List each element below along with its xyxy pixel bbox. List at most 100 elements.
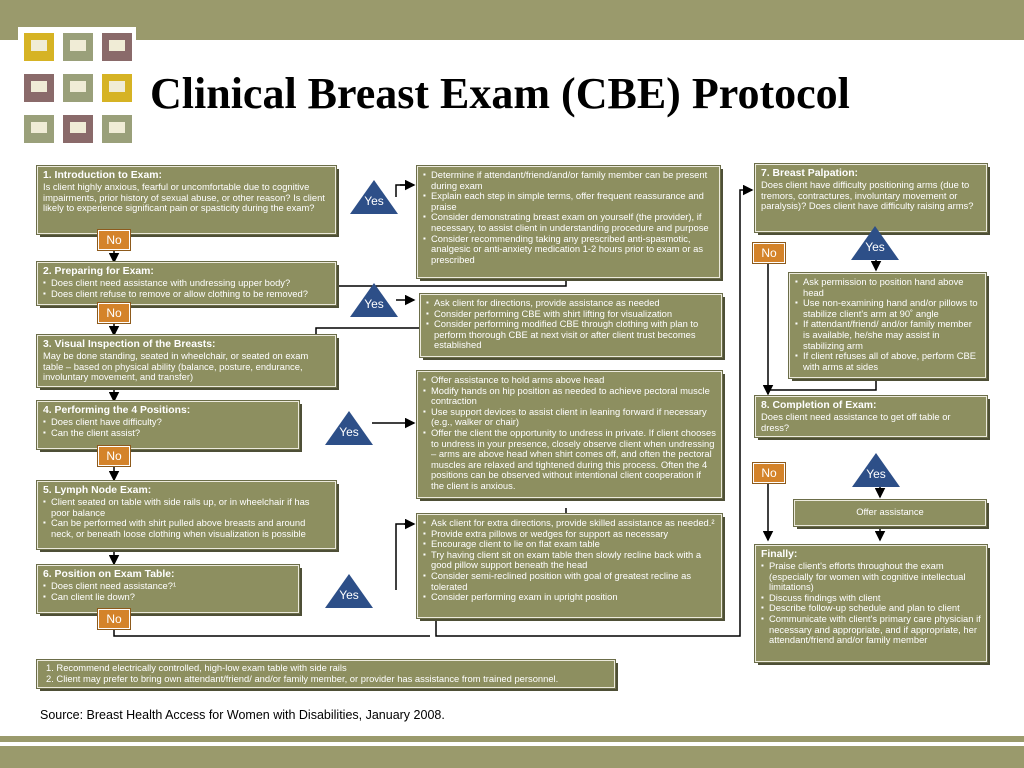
no-box: No: [97, 302, 131, 324]
bullet-item: Ask permission to position hand above he…: [795, 276, 980, 298]
no-box: No: [752, 462, 786, 484]
page-title: Clinical Breast Exam (CBE) Protocol: [150, 69, 850, 118]
step-4-positions: 4. Performing the 4 Positions: Does clie…: [36, 400, 300, 450]
no-label: No: [761, 246, 777, 260]
yes-label: Yes: [364, 194, 384, 208]
logo-square: [24, 33, 54, 61]
logo-square: [102, 115, 132, 143]
bullet-item: Consider performing CBE with shirt lifti…: [426, 308, 716, 320]
step-7-yes-actions: Ask permission to position hand above he…: [788, 272, 987, 379]
step-heading: 3. Visual Inspection of the Breasts:: [43, 339, 216, 350]
step-heading: 5. Lymph Node Exam:: [43, 485, 152, 496]
no-label: No: [106, 233, 122, 247]
logo-square: [102, 33, 132, 61]
no-box: No: [97, 608, 131, 630]
bullet-item: Consider performing exam in upright posi…: [423, 592, 716, 603]
logo-grid: [18, 27, 136, 149]
bullet-item: Explain each step in simple terms, offer…: [423, 190, 714, 212]
yes-triangle: Yes: [350, 283, 398, 317]
bullet-item: Discuss findings with client: [761, 592, 981, 604]
bullet-item: Communicate with client's primary care p…: [761, 613, 981, 646]
source-citation: Source: Breast Health Access for Women w…: [40, 708, 445, 722]
offer-assistance-box: Offer assistance: [793, 499, 987, 527]
offer-assistance-text: Offer assistance: [856, 506, 924, 517]
step-4-yes-actions: Offer assistance to hold arms above head…: [416, 370, 723, 499]
step-6-yes-actions: Ask client for extra directions, provide…: [416, 513, 723, 619]
step-7-breast-palpation: 7. Breast Palpation: Does client have di…: [754, 163, 988, 233]
logo-square: [63, 115, 93, 143]
logo-square: [63, 33, 93, 61]
bullet-item: Praise client's efforts throughout the e…: [761, 560, 981, 593]
yes-triangle: Yes: [350, 180, 398, 214]
step-heading: 4. Performing the 4 Positions:: [43, 405, 191, 416]
bullet-item: If attendant/friend/ and/or family membe…: [795, 319, 980, 351]
no-box: No: [752, 242, 786, 264]
bottom-stripe: [0, 736, 1024, 742]
footnote: 2. Client may prefer to bring own attend…: [46, 672, 559, 684]
step-5-lymph-node: 5. Lymph Node Exam: Client seated on tab…: [36, 480, 337, 550]
bullet-item: Ask client for directions, provide assis…: [426, 297, 716, 309]
logo-square: [102, 74, 132, 102]
yes-triangle: Yes: [851, 226, 899, 260]
step-2-preparing: 2. Preparing for Exam: Does client need …: [36, 261, 337, 306]
bullet-item: Can client lie down?: [43, 591, 293, 603]
step-heading: 8. Completion of Exam:: [761, 400, 877, 411]
step-heading: 7. Breast Palpation:: [761, 168, 859, 179]
bullet-item: Consider demonstrating breast exam on yo…: [423, 212, 714, 233]
step-1-introduction: 1. Introduction to Exam: Is client highl…: [36, 165, 337, 235]
bullet-item: Offer assistance to hold arms above head: [423, 374, 716, 386]
step-heading: Finally:: [761, 549, 798, 560]
bullet-item: Consider semi-reclined position with goa…: [423, 570, 716, 592]
bullet-item: Consider recommending taking any prescri…: [423, 233, 714, 266]
step-8-completion: 8. Completion of Exam: Does client need …: [754, 395, 988, 438]
yes-label: Yes: [339, 425, 359, 439]
yes-label: Yes: [866, 467, 886, 481]
bullet-item: Try having client sit on exam table then…: [423, 549, 716, 571]
logo-square: [24, 74, 54, 102]
bullet-item: Does client have difficulty?: [43, 416, 293, 428]
bullet-item: Consider performing modified CBE through…: [426, 318, 716, 351]
yes-label: Yes: [364, 297, 384, 311]
no-label: No: [106, 306, 122, 320]
footnotes-box: 1. Recommend electrically controlled, hi…: [36, 659, 616, 689]
bullet-item: Modify hands on hip position as needed t…: [423, 385, 716, 407]
no-label: No: [761, 466, 777, 480]
step-text: Is client highly anxious, fearful or unc…: [43, 181, 325, 214]
no-box: No: [97, 229, 131, 251]
bullet-item: Does client refuse to remove or allow cl…: [43, 288, 330, 300]
step-heading: 6. Position on Exam Table:: [43, 569, 175, 580]
step-3-visual-inspection: 3. Visual Inspection of the Breasts: May…: [36, 334, 337, 388]
bullet-item: Can be performed with shirt pulled above…: [43, 517, 330, 539]
finally-box: Finally: Praise client's efforts through…: [754, 544, 988, 663]
yes-label: Yes: [339, 588, 359, 602]
bullet-item: If client refuses all of above, perform …: [795, 350, 980, 372]
logo-square: [63, 74, 93, 102]
yes-triangle: Yes: [325, 411, 373, 445]
bullet-item: Determine if attendant/friend/and/or fam…: [423, 169, 714, 191]
no-label: No: [106, 449, 122, 463]
bullet-item: Does client need assistance with undress…: [43, 277, 330, 289]
yes-triangle: Yes: [325, 574, 373, 608]
step-heading: 1. Introduction to Exam:: [43, 170, 162, 181]
step-text: May be done standing, seated in wheelcha…: [43, 350, 309, 383]
step-1-yes-actions: Determine if attendant/friend/and/or fam…: [416, 165, 721, 279]
no-box: No: [97, 445, 131, 467]
bullet-item: Provide extra pillows or wedges for supp…: [423, 528, 716, 540]
bullet-item: Does client need assistance?¹: [43, 580, 293, 592]
yes-label: Yes: [865, 240, 885, 254]
bullet-item: Use non-examining hand and/or pillows to…: [795, 297, 980, 319]
step-2-yes-actions: Ask client for directions, provide assis…: [419, 293, 723, 358]
no-label: No: [106, 612, 122, 626]
step-6-position-table: 6. Position on Exam Table: Does client n…: [36, 564, 300, 614]
logo-square: [24, 115, 54, 143]
bottom-bar: [0, 746, 1024, 768]
footnote: 1. Recommend electrically controlled, hi…: [46, 662, 347, 673]
step-text: Does client need assistance to get off t…: [761, 411, 951, 433]
bullet-item: Describe follow-up schedule and plan to …: [761, 603, 981, 614]
bullet-item: Ask client for extra directions, provide…: [423, 517, 716, 529]
step-text: Does client have difficulty positioning …: [761, 179, 974, 212]
bullet-item: Use support devices to assist client in …: [423, 406, 716, 428]
bullet-item: Encourage client to lie on flat exam tab…: [423, 539, 716, 550]
bullet-item: Can the client assist?: [43, 427, 293, 439]
bullet-item: Client seated on table with side rails u…: [43, 496, 330, 518]
